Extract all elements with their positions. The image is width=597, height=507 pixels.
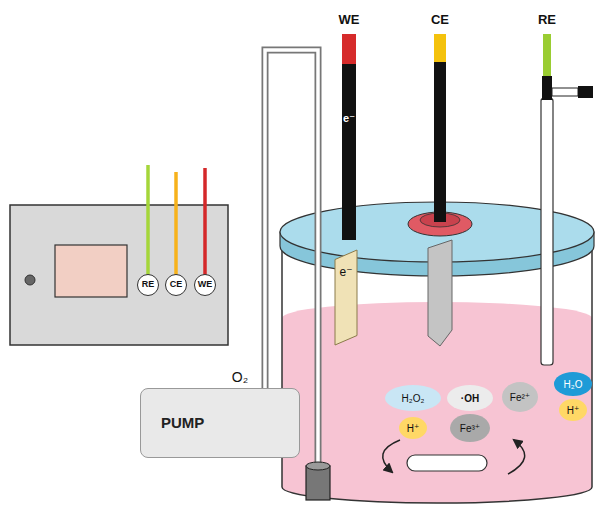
re-lead <box>543 34 551 78</box>
potentiostat-screen <box>55 245 127 297</box>
gas-label: O₂ <box>232 370 248 385</box>
we-wire <box>203 168 207 276</box>
pump-box: PUMP <box>140 388 300 458</box>
species-oval: H⁺ <box>399 417 427 439</box>
terminal-jack: RE <box>137 274 159 296</box>
species-oval: H₂O <box>554 372 592 396</box>
re-side-cap <box>578 86 593 98</box>
re-side-arm <box>552 88 578 96</box>
ce-wire <box>174 172 178 276</box>
electrode-label: WE <box>339 13 360 27</box>
working-electrode-plate: e⁻ <box>335 250 357 345</box>
node-text: Fe²⁺ <box>510 392 530 403</box>
node-text: CE <box>170 280 183 290</box>
plate-shape <box>335 250 357 345</box>
node-text: e⁻ <box>339 266 352 279</box>
potentiostat-body <box>10 205 228 345</box>
re-tube <box>541 98 553 365</box>
node-text: Fe³⁺ <box>460 423 480 434</box>
node-text: H₂O₂ <box>402 393 425 404</box>
node-text: H⁺ <box>407 423 420 434</box>
species-oval: H⁺ <box>559 399 587 421</box>
stir-bar <box>407 455 487 471</box>
plate-outline <box>335 250 357 345</box>
re-cap <box>542 76 552 100</box>
we-rod <box>342 64 356 240</box>
stir-arrow <box>508 440 525 474</box>
electrode-label: CE <box>431 13 449 27</box>
node-text: H₂O <box>564 379 583 390</box>
we-lead <box>342 34 356 66</box>
species-oval: Fe²⁺ <box>502 382 538 412</box>
species-oval: Fe³⁺ <box>450 414 490 442</box>
ce-plate <box>428 240 452 346</box>
node-text: H⁺ <box>567 405 580 416</box>
re-wire <box>146 165 150 276</box>
species-oval: H₂O₂ <box>385 385 441 411</box>
stir-arrow <box>383 440 400 472</box>
node-text: ·OH <box>461 393 479 404</box>
node-text: WE <box>198 280 213 290</box>
electron-label: e⁻ <box>343 112 355 124</box>
electrode-label: RE <box>538 13 556 27</box>
species-oval: ·OH <box>447 385 493 411</box>
ce-lead <box>434 34 446 64</box>
gas-diffuser <box>306 466 330 500</box>
terminal-jack: WE <box>194 274 216 296</box>
terminal-jack: CE <box>165 274 187 296</box>
ce-rod <box>434 62 446 222</box>
node-text: PUMP <box>161 415 204 432</box>
power-button <box>25 275 35 285</box>
node-text: RE <box>142 280 155 290</box>
gas-diffuser-top <box>306 462 330 470</box>
